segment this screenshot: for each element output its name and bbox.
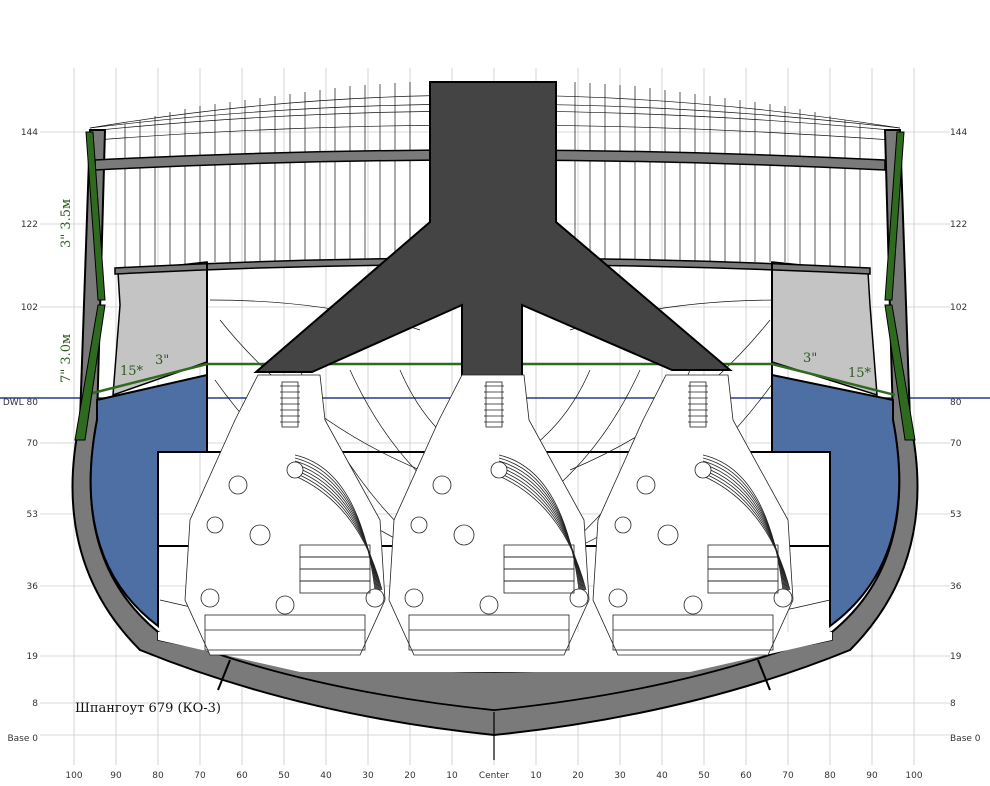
y-tick-left: DWL 80 [3,398,38,408]
slope-angle-label-left: 15* [120,364,144,379]
x-tick: 90 [866,771,878,781]
lower-belt-label-left: 7" 3.0м [59,334,74,383]
funnel-uptake [253,81,733,381]
boiler-3 [592,374,794,656]
y-tick-left: 53 [27,510,38,520]
y-scale-left: 144 122 102 DWL 80 70 53 36 19 8 Base 0 [3,128,38,744]
x-tick: 60 [236,771,248,781]
deck-armor-label-right: 3" [803,351,817,366]
y-tick-left: Base 0 [7,734,38,744]
y-tick-right: 70 [950,439,962,449]
x-tick: 60 [740,771,752,781]
y-tick-right: 19 [950,652,962,662]
x-tick: 50 [698,771,710,781]
y-tick-left: 144 [21,128,38,138]
lower-belt-left [74,304,106,441]
y-tick-left: 36 [27,582,39,592]
middle-deck [114,257,871,275]
x-tick: 40 [656,771,668,781]
x-tick: 50 [278,771,290,781]
x-tick: 70 [194,771,206,781]
boiler-1 [184,374,386,656]
y-tick-left: 70 [27,439,39,449]
x-tick: 30 [614,771,626,781]
coal-bunker-left [89,373,208,629]
x-tick: 70 [782,771,794,781]
x-tick: 40 [320,771,332,781]
x-tick: 100 [65,771,82,781]
x-tick: Center [479,771,510,781]
x-tick: 10 [446,771,458,781]
y-tick-right: 80 [950,398,962,408]
x-tick: 80 [824,771,836,781]
deck-armor-label-left: 3" [155,353,169,368]
y-tick-right: 53 [950,510,961,520]
y-tick-right: 36 [950,582,962,592]
slope-angle-label-right: 15* [848,366,872,381]
y-tick-right: 144 [950,128,967,138]
boiler-2 [388,374,590,656]
y-tick-right: Base 0 [950,734,981,744]
upper-deck [94,149,886,171]
y-tick-left: 122 [21,220,38,230]
y-tick-right: 122 [950,220,967,230]
y-tick-left: 8 [32,699,38,709]
x-tick: 20 [404,771,416,781]
y-tick-right: 102 [950,303,967,313]
x-tick: 90 [110,771,122,781]
upper-belt-label-left: 3" 3.5м [59,199,74,248]
y-tick-right: 8 [950,699,956,709]
x-tick: 100 [905,771,922,781]
y-tick-left: 19 [27,652,39,662]
coal-bunker-right [771,373,901,628]
x-scale: 100 90 80 70 60 50 40 30 20 10 Center 10 20 30 40 50 60 7… [65,771,922,781]
upper-belt-left [85,131,106,301]
upper-belt-right [884,131,905,301]
lower-belt-right [884,304,916,441]
y-scale-right: 144 122 102 80 70 53 36 19 8 Base 0 [950,128,981,744]
x-tick: 10 [530,771,542,781]
frame-caption: Шпангоут 679 (КО-3) [75,701,221,716]
boilers-group [184,374,794,656]
x-tick: 30 [362,771,374,781]
x-tick: 20 [572,771,584,781]
y-tick-left: 102 [21,303,38,313]
x-tick: 80 [152,771,164,781]
